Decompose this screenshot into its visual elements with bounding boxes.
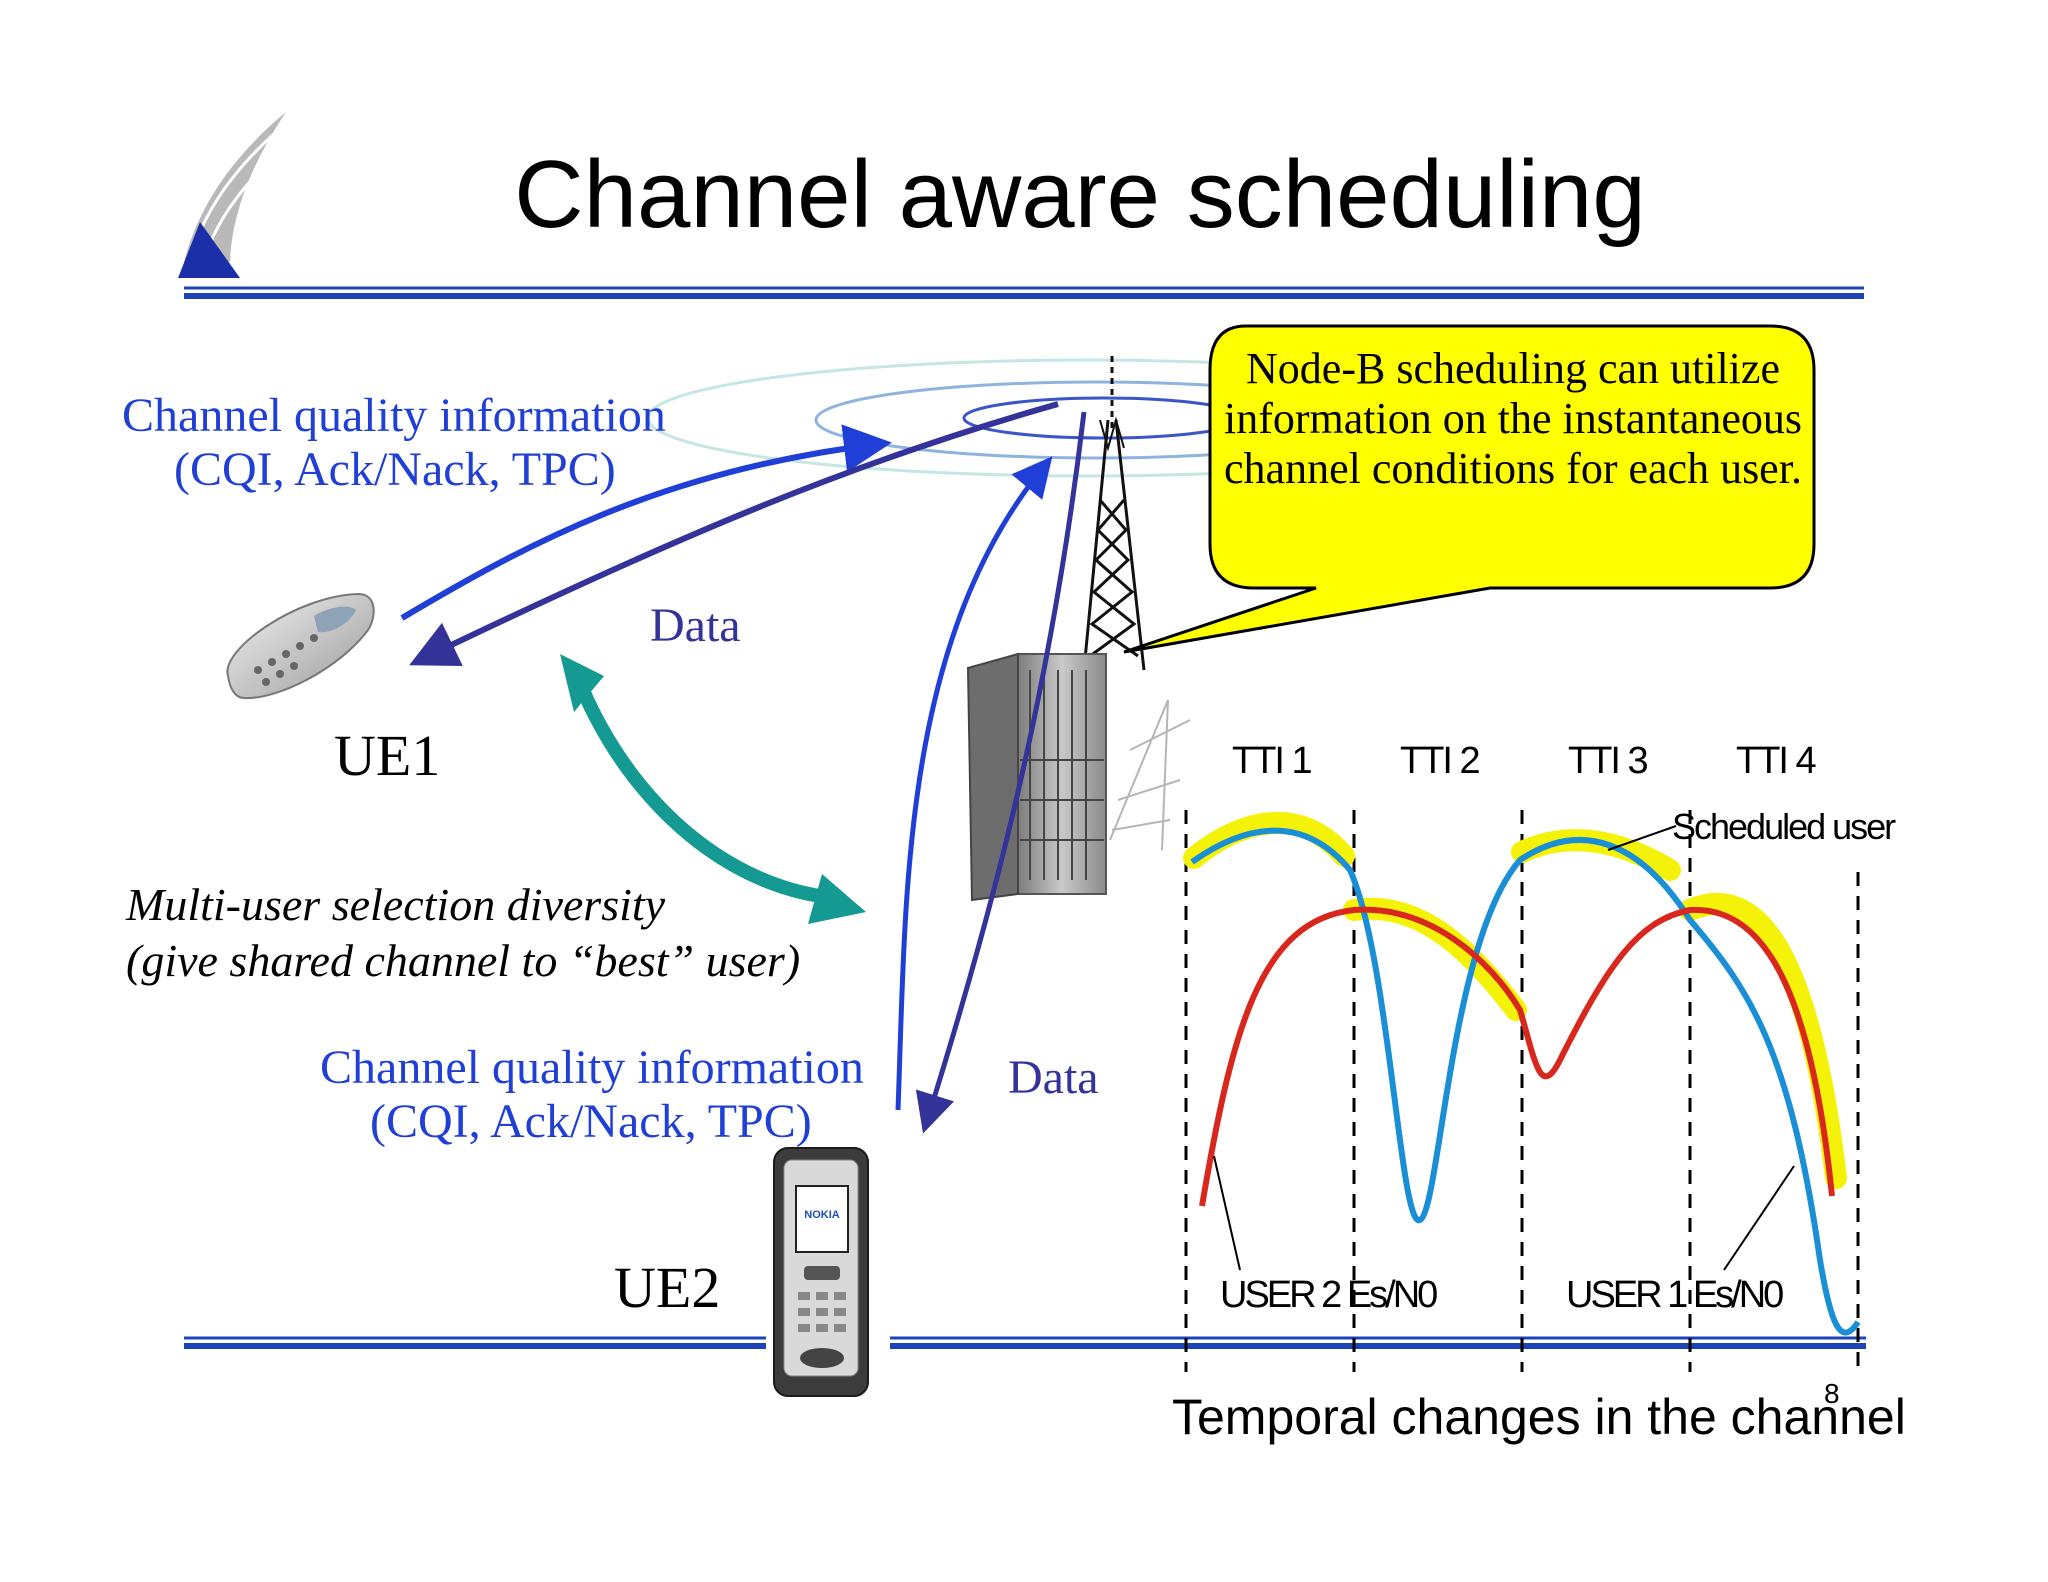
diversity-sublabel: (give shared channel to “best” user) bbox=[126, 935, 801, 986]
ue2-uplink-label: Channel quality information bbox=[320, 1041, 864, 1094]
ue2-phone-icon: NOKIA bbox=[773, 1147, 869, 1397]
user2-label: USER 2 Es/N0 bbox=[1220, 1274, 1438, 1316]
tti-dividers bbox=[1184, 810, 1860, 1372]
title-rule bbox=[184, 286, 1864, 299]
ue2-downlink-arrow bbox=[915, 411, 1087, 1134]
graph-caption: Temporal changes in the channel bbox=[1172, 1389, 1906, 1445]
callout-bubble bbox=[1123, 324, 1816, 654]
ue2-label: UE2 bbox=[614, 1255, 721, 1320]
tti-label: TTI 1 bbox=[1232, 740, 1313, 782]
scheduled-user-leader bbox=[1607, 825, 1677, 851]
ue2-uplink-sublabel: (CQI, Ack/Nack, TPC) bbox=[370, 1095, 812, 1148]
tower-shadow bbox=[1109, 699, 1191, 851]
page-title: Channel aware scheduling bbox=[514, 141, 1646, 248]
ue1-downlink-arrow bbox=[409, 401, 1059, 667]
company-logo bbox=[174, 112, 286, 278]
base-station-cabinet bbox=[966, 652, 1107, 902]
callout-text: Node-B scheduling can utilize informatio… bbox=[1224, 344, 1802, 493]
user1-leader bbox=[1723, 1165, 1795, 1271]
user1-curve bbox=[1190, 827, 1861, 1336]
svg-text:NOKIA: NOKIA bbox=[804, 1209, 840, 1221]
ue2-downlink-label: Data bbox=[1008, 1051, 1099, 1104]
antenna-tower bbox=[1082, 356, 1146, 671]
ue2-uplink-arrow bbox=[895, 456, 1053, 1111]
channel-graph bbox=[1183, 810, 1861, 1372]
ue1-uplink-label: Channel quality information bbox=[122, 389, 666, 442]
ue1-uplink-sublabel: (CQI, Ack/Nack, TPC) bbox=[174, 443, 616, 496]
user1-label: USER 1 Es/N0 bbox=[1566, 1274, 1784, 1316]
scheduled-user-label: Scheduled user bbox=[1672, 806, 1896, 847]
ue1-downlink-label: Data bbox=[650, 599, 741, 652]
tti-label: TTI 2 bbox=[1400, 740, 1481, 782]
user2-leader bbox=[1213, 1155, 1241, 1271]
tti-label: TTI 3 bbox=[1568, 740, 1649, 782]
ue1-uplink-arrow bbox=[400, 424, 892, 621]
ue1-label: UE1 bbox=[334, 723, 441, 788]
tti-label: TTI 4 bbox=[1736, 740, 1817, 782]
footer-rule bbox=[184, 1336, 1866, 1349]
ue1-phone-icon bbox=[226, 592, 375, 700]
user2-curve bbox=[1199, 906, 1835, 1207]
diversity-label: Multi-user selection diversity bbox=[126, 879, 666, 930]
diversity-arrow bbox=[560, 654, 866, 924]
page-number: 8 bbox=[1824, 1378, 1840, 1409]
